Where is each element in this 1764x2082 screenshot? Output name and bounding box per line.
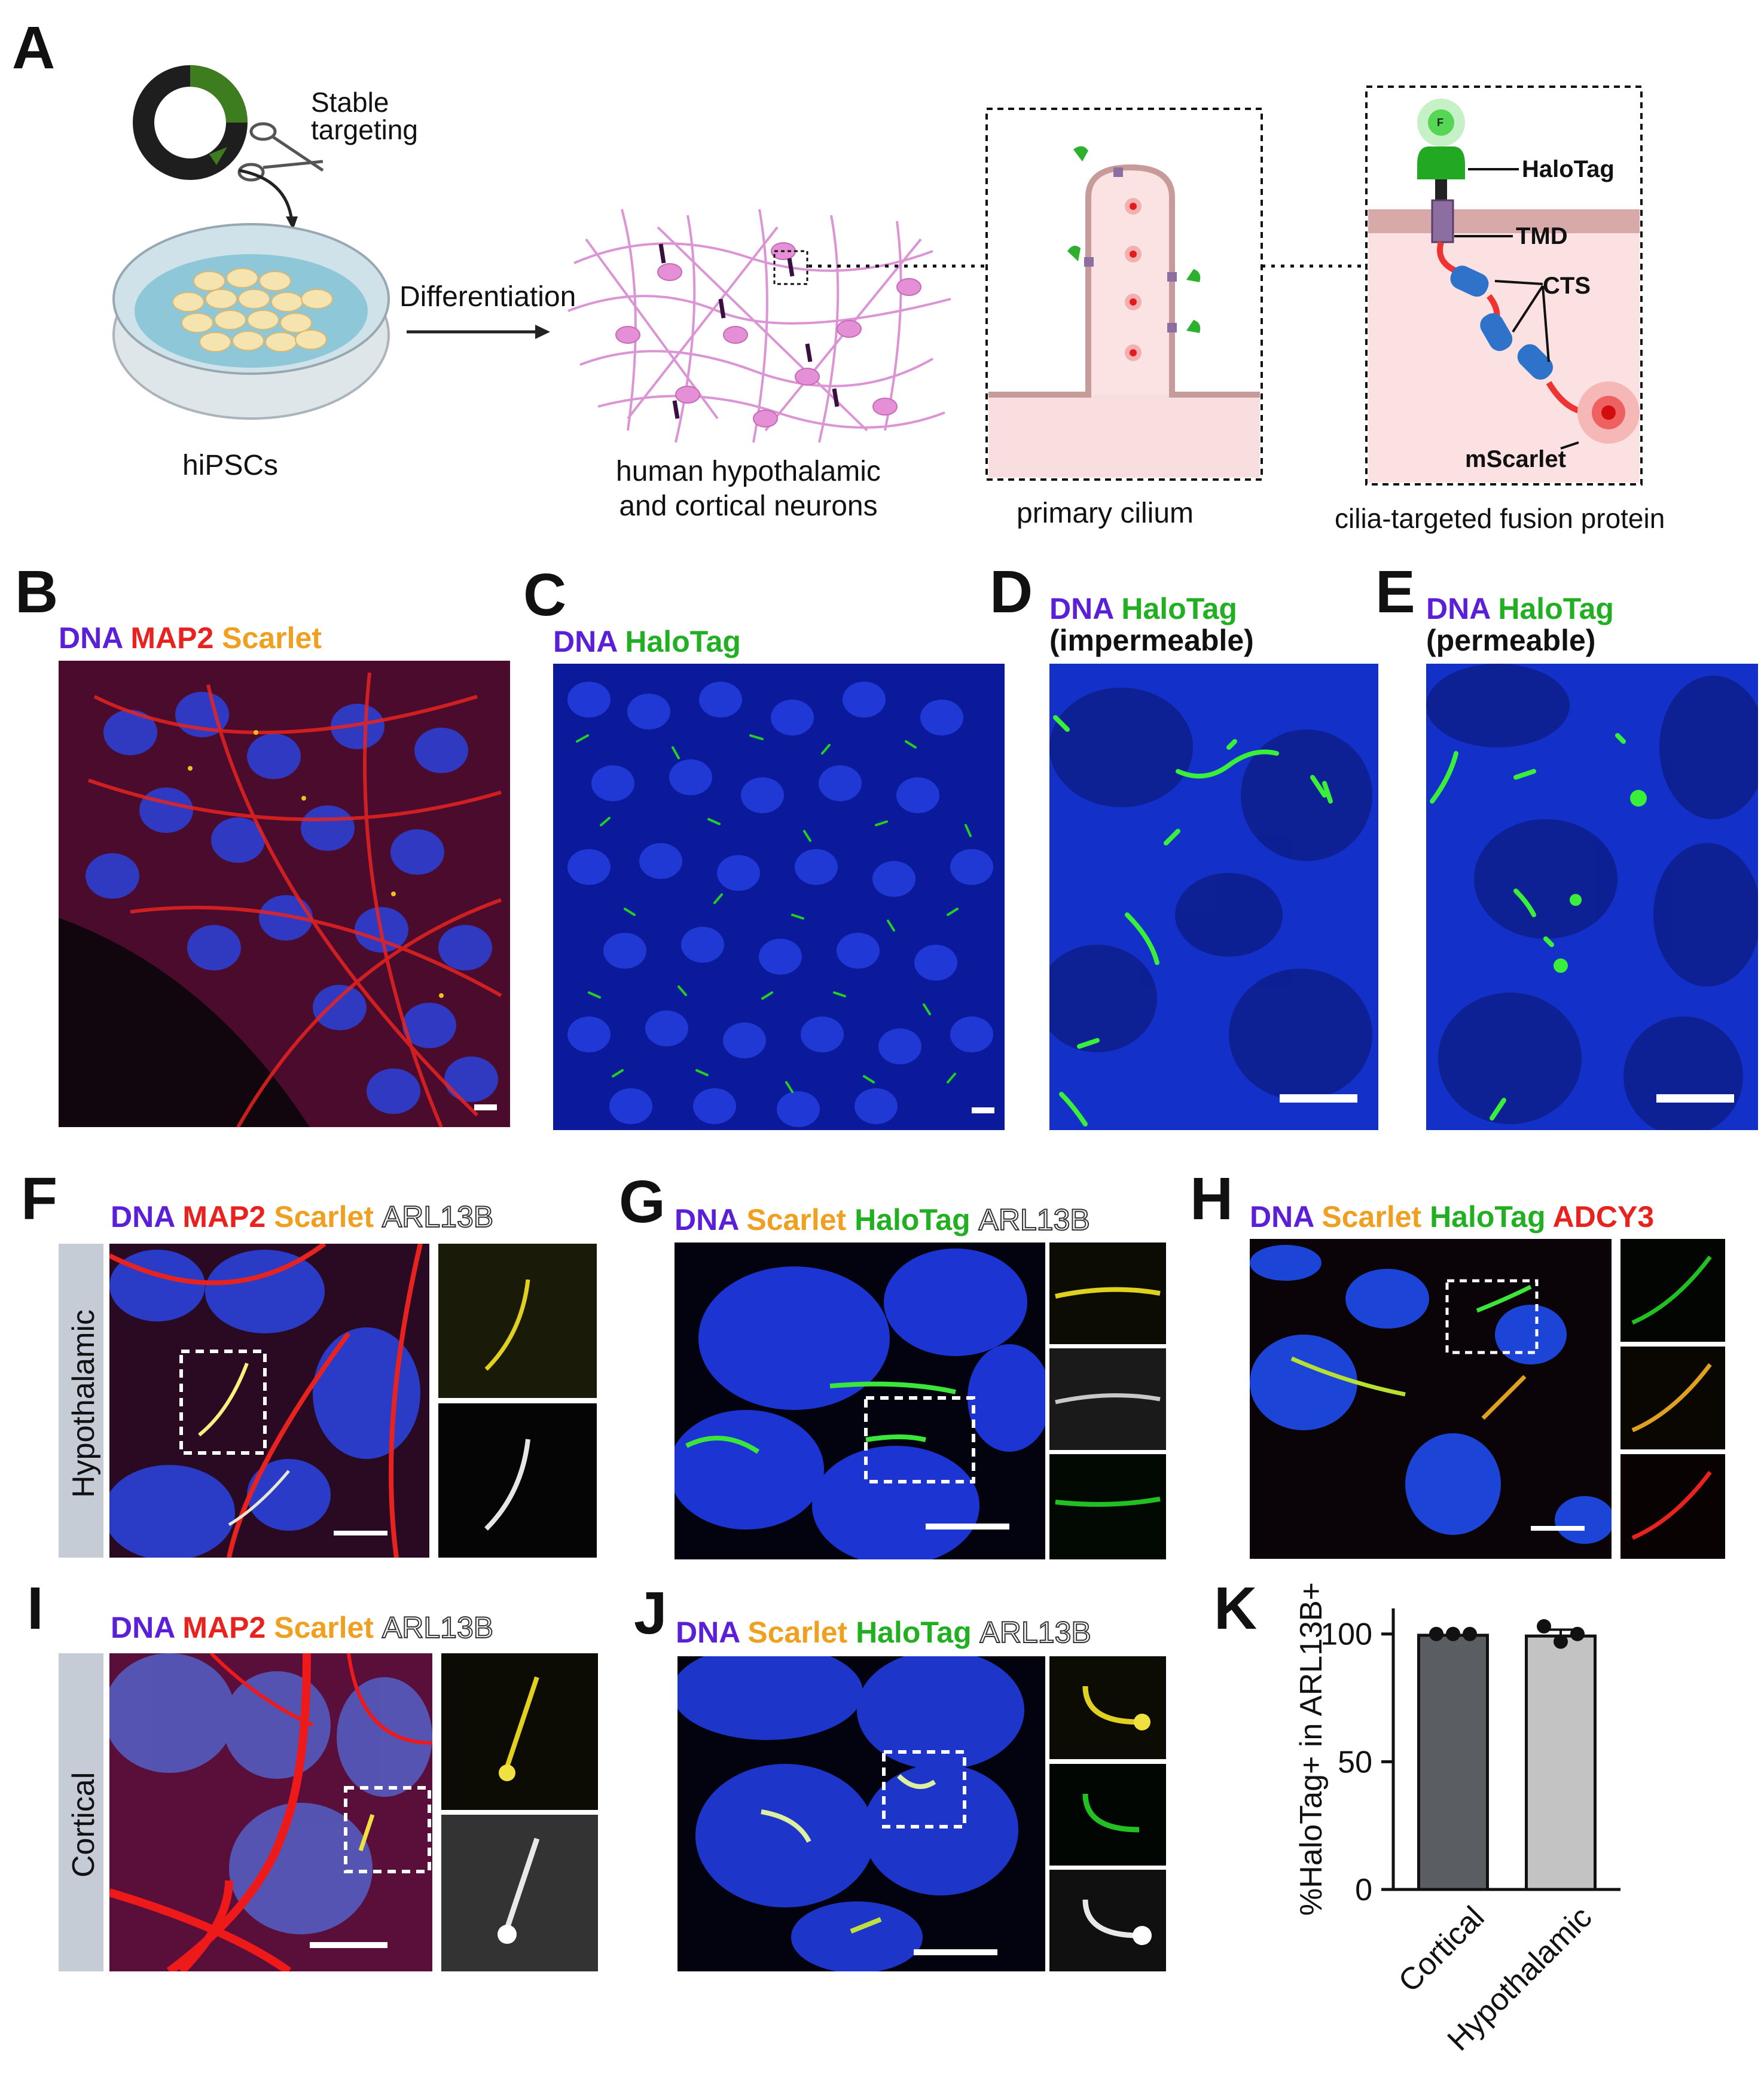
- panel-letter-j: J: [634, 1580, 667, 1647]
- petri-dish-icon: [112, 223, 390, 420]
- hipscs-label: hiPSCs: [182, 450, 279, 481]
- cilium-label: primary cilium: [1017, 497, 1194, 529]
- panel-g-inset-scarlet: [1049, 1243, 1166, 1344]
- data-point: [1429, 1626, 1443, 1641]
- panel-letter-i: I: [27, 1575, 44, 1642]
- panel-h-image: [1250, 1239, 1612, 1559]
- panel-letter-c: C: [523, 561, 567, 628]
- panel-letter-a: A: [12, 14, 56, 81]
- panel-letter-g: G: [619, 1168, 666, 1235]
- bar-hypothalamic: [1525, 1634, 1597, 1891]
- panel-f-inset-scarlet: [438, 1244, 597, 1398]
- panel-h-inset-adcy3: [1620, 1454, 1725, 1559]
- panel-e-labels: DNA HaloTag (permeable): [1426, 592, 1614, 657]
- panel-j-inset-arl13b: [1049, 1870, 1166, 1971]
- panel-j-labels: DNA Scarlet HaloTag ARL13B: [676, 1616, 1092, 1649]
- panel-letter-e: E: [1375, 558, 1415, 625]
- hypothalamic-label: Hypothalamic: [66, 1309, 101, 1498]
- panel-d-labels: DNA HaloTag (impermeable): [1049, 592, 1254, 657]
- panel-d-image: [1049, 664, 1378, 1130]
- tmd-label: TMD: [1516, 223, 1568, 249]
- panel-h-labels: DNA Scarlet HaloTag ADCY3: [1250, 1200, 1655, 1234]
- panel-b-labels: DNA MAP2 Scarlet: [59, 621, 322, 655]
- y-tick-label: 0: [1355, 1873, 1372, 1907]
- panel-letter-b: B: [15, 558, 59, 625]
- panel-letter-h: H: [1190, 1165, 1234, 1232]
- data-point: [1463, 1626, 1477, 1641]
- panel-f-image: [109, 1244, 429, 1558]
- panel-g-inset-arl13b: [1049, 1348, 1166, 1450]
- fusion-protein-label: cilia-targeted fusion protein: [1335, 503, 1665, 534]
- data-point: [1554, 1634, 1568, 1649]
- panel-j-image: [677, 1656, 1045, 1971]
- x-tick-label: Cortical: [1392, 1900, 1491, 1999]
- data-point: [1446, 1626, 1460, 1641]
- panel-b-image: [59, 661, 510, 1127]
- fusion-protein-glyph: [1417, 99, 1640, 450]
- panel-letter-f: F: [21, 1165, 58, 1232]
- panel-letter-d: D: [990, 558, 1033, 625]
- panel-i-image: [109, 1653, 432, 1971]
- panel-h-inset-halotag: [1620, 1239, 1725, 1342]
- panel-g-inset-halotag: [1049, 1454, 1166, 1559]
- panel-i-inset-arl13b: [441, 1815, 598, 1971]
- panel-c-image: [553, 664, 1005, 1130]
- panel-j-inset-scarlet: [1049, 1656, 1166, 1759]
- panel-c-labels: DNA HaloTag: [553, 625, 741, 658]
- cts-label: CTS: [1543, 273, 1591, 299]
- data-point: [1570, 1626, 1585, 1641]
- cilium-fusion-glyphs: [1067, 146, 1201, 361]
- y-tick-label: 100: [1320, 1617, 1372, 1652]
- panel-letter-k: K: [1214, 1575, 1258, 1642]
- y-axis-label: %HaloTag+ in ARL13B+: [1294, 1582, 1329, 1916]
- panel-g-labels: DNA Scarlet HaloTag ARL13B: [675, 1203, 1091, 1237]
- panel-h-inset-scarlet: [1620, 1347, 1725, 1449]
- f-label: F: [1437, 117, 1443, 129]
- halotag-schematic-label: HaloTag: [1522, 156, 1615, 182]
- panel-g-image: [675, 1243, 1045, 1559]
- bar-cortical: [1417, 1634, 1489, 1891]
- scissors-icon: [237, 122, 324, 182]
- cortical-label: Cortical: [66, 1772, 101, 1878]
- plasmid-icon: [133, 65, 248, 180]
- y-tick-label: 50: [1338, 1745, 1372, 1779]
- panel-a-schematic: [112, 65, 1643, 486]
- panel-i-labels: DNA MAP2 Scarlet ARL13B: [111, 1611, 494, 1644]
- panel-f-labels: DNA MAP2 Scarlet ARL13B: [111, 1200, 494, 1234]
- panel-j-inset-halotag: [1049, 1764, 1166, 1866]
- panel-e-image: [1426, 664, 1758, 1130]
- data-point: [1537, 1619, 1551, 1634]
- differentiation-label: Differentiation: [399, 281, 576, 313]
- hypothalamic-row-bar: [59, 1244, 103, 1558]
- cortical-row-bar: [59, 1653, 103, 1971]
- panel-f-inset-arl13b: [438, 1403, 597, 1558]
- mscarlet-label: mScarlet: [1465, 446, 1566, 472]
- targeting-arrow: [239, 169, 294, 222]
- panel-i-inset-scarlet: [441, 1653, 598, 1810]
